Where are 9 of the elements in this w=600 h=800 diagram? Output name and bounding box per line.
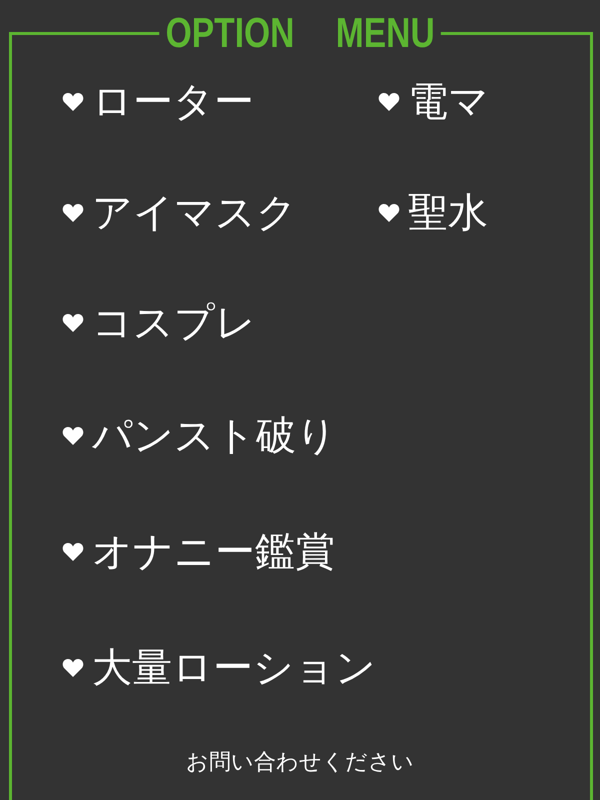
- menu-item: パンスト破り: [92, 412, 337, 460]
- menu-item: オナニー鑑賞: [92, 528, 335, 576]
- menu-item: 聖水: [408, 189, 488, 237]
- menu-item: 大量ローション: [92, 644, 376, 692]
- contact-note: お問い合わせください: [186, 750, 414, 775]
- menu-item: コスプレ: [92, 299, 256, 347]
- menu-item: 電マ: [408, 78, 489, 126]
- menu-item: ローター: [92, 78, 254, 126]
- menu-item: アイマスク: [92, 189, 297, 237]
